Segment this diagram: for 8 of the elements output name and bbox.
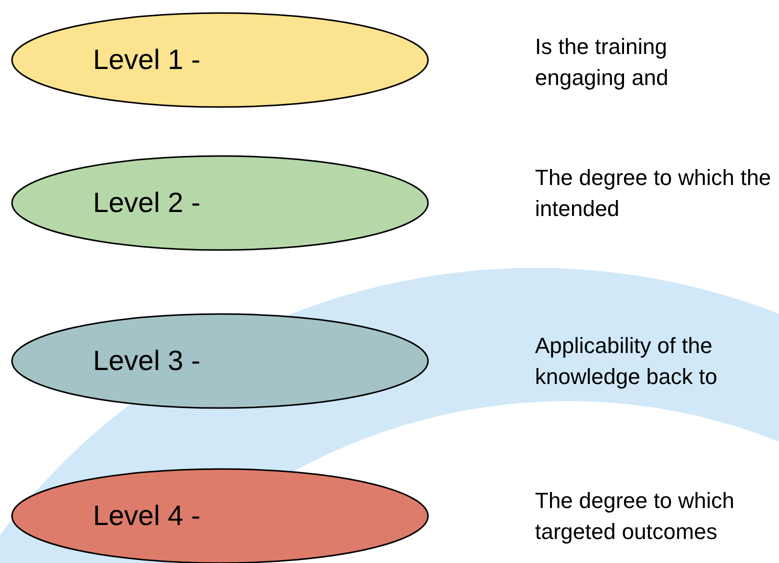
level-description: The degree to which targeted outcomes <box>535 487 736 546</box>
level-description: Applicability of the knowledge back to <box>535 332 718 391</box>
level-description: The degree to which the intended <box>535 164 772 223</box>
level-label: Level 2 - <box>93 187 200 219</box>
level-label: Level 1 - <box>93 44 200 76</box>
level-description: Is the training engaging and <box>535 33 670 92</box>
level-label: Level 3 - <box>93 345 200 377</box>
level-label: Level 4 - <box>93 500 200 532</box>
